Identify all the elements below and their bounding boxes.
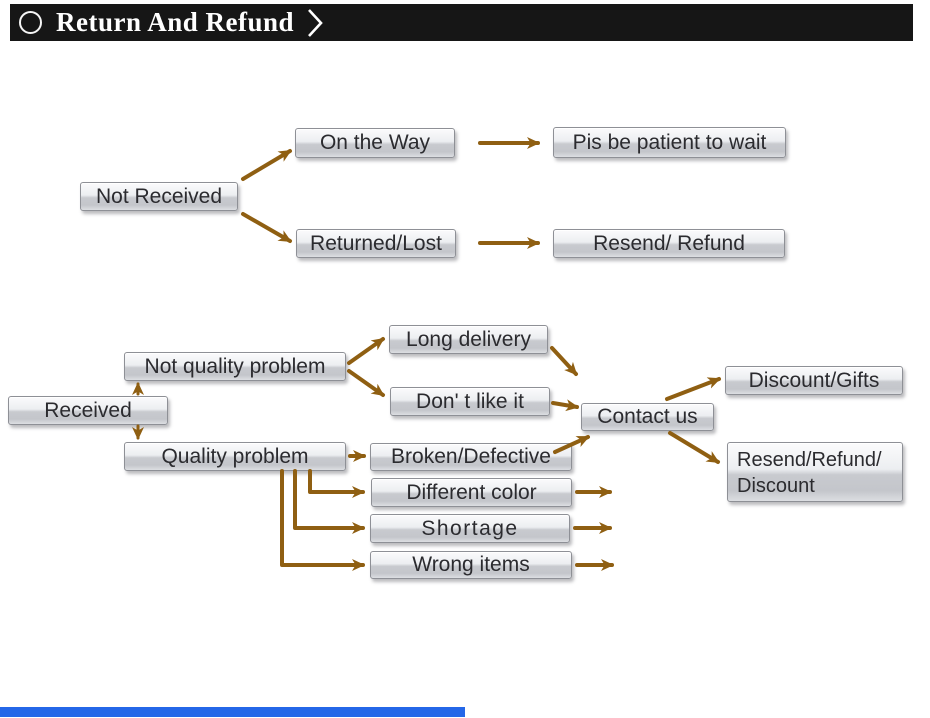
node-label: Not Received [95, 184, 223, 208]
node-on-the-way: On the Way [295, 128, 455, 158]
node-label: Contact us [597, 405, 698, 428]
node-quality-problem: Quality problem [124, 442, 346, 471]
node-long-delivery: Long delivery [389, 325, 548, 354]
node-label: Quality problem [161, 444, 309, 468]
node-received: Received [8, 396, 168, 425]
node-shortage: Shortage [370, 514, 570, 543]
node-discount-gifts: Discount/Gifts [725, 366, 903, 395]
arrow-quality-to-differentcolor [308, 469, 365, 498]
arrow-notquality-to-dontlike [347, 369, 385, 397]
node-label: Broken/Defective [391, 445, 551, 468]
node-label: Not quality problem [144, 354, 326, 378]
node-label: Discount/Gifts [748, 368, 880, 392]
arrow-longdelivery-to-contact [550, 346, 578, 376]
node-returned-lost: Returned/Lost [296, 229, 456, 258]
node-label-line1: Resend/Refund/ [737, 449, 882, 471]
node-resend-refund-discount: Resend/Refund/ Discount [727, 442, 903, 502]
chevron-icon [308, 8, 323, 37]
arrow-contact-to-resendrefunddiscount [668, 431, 720, 464]
node-label: Returned/Lost [310, 231, 442, 255]
arrow-quality-to-shortage [293, 469, 365, 534]
node-not-received: Not Received [80, 182, 238, 211]
node-label: Long delivery [406, 327, 531, 351]
node-dont-like-it: Don' t like it [390, 387, 550, 416]
node-pls-be-patient: Pis be patient to wait [553, 127, 786, 158]
node-label-line2: Discount [737, 475, 815, 497]
node-different-color: Different color [371, 478, 572, 507]
node-resend-refund: Resend/ Refund [553, 229, 785, 258]
node-contact-us: Contact us [581, 403, 714, 431]
node-wrong-items: Wrong items [370, 551, 572, 579]
node-label: On the Way [319, 131, 431, 154]
page-title: Return And Refund [56, 7, 295, 37]
node-label: Wrong items [412, 553, 530, 576]
arrow-quality-to-wrongitems [280, 469, 365, 571]
arrow-notreceived-to-ontheway [241, 149, 292, 181]
node-label: Shortage [421, 516, 519, 540]
arrow-contact-to-discountgifts [665, 377, 721, 401]
video-progress-bar [0, 707, 465, 717]
node-label: Don' t like it [416, 389, 524, 413]
arrow-dontlike-to-contact [551, 399, 579, 412]
node-not-quality-problem: Not quality problem [124, 352, 346, 381]
node-broken-defective: Broken/Defective [370, 443, 572, 471]
node-label: Different color [406, 480, 537, 504]
node-label: Pis be patient to wait [572, 130, 767, 154]
circle-icon [19, 11, 42, 34]
header-bar: Return And Refund [10, 4, 913, 41]
arrow-notquality-to-longdelivery [347, 337, 385, 365]
node-label: Resend/ Refund [593, 231, 745, 255]
arrow-notreceived-to-returnedlost [241, 212, 292, 243]
node-label: Received [44, 398, 132, 422]
